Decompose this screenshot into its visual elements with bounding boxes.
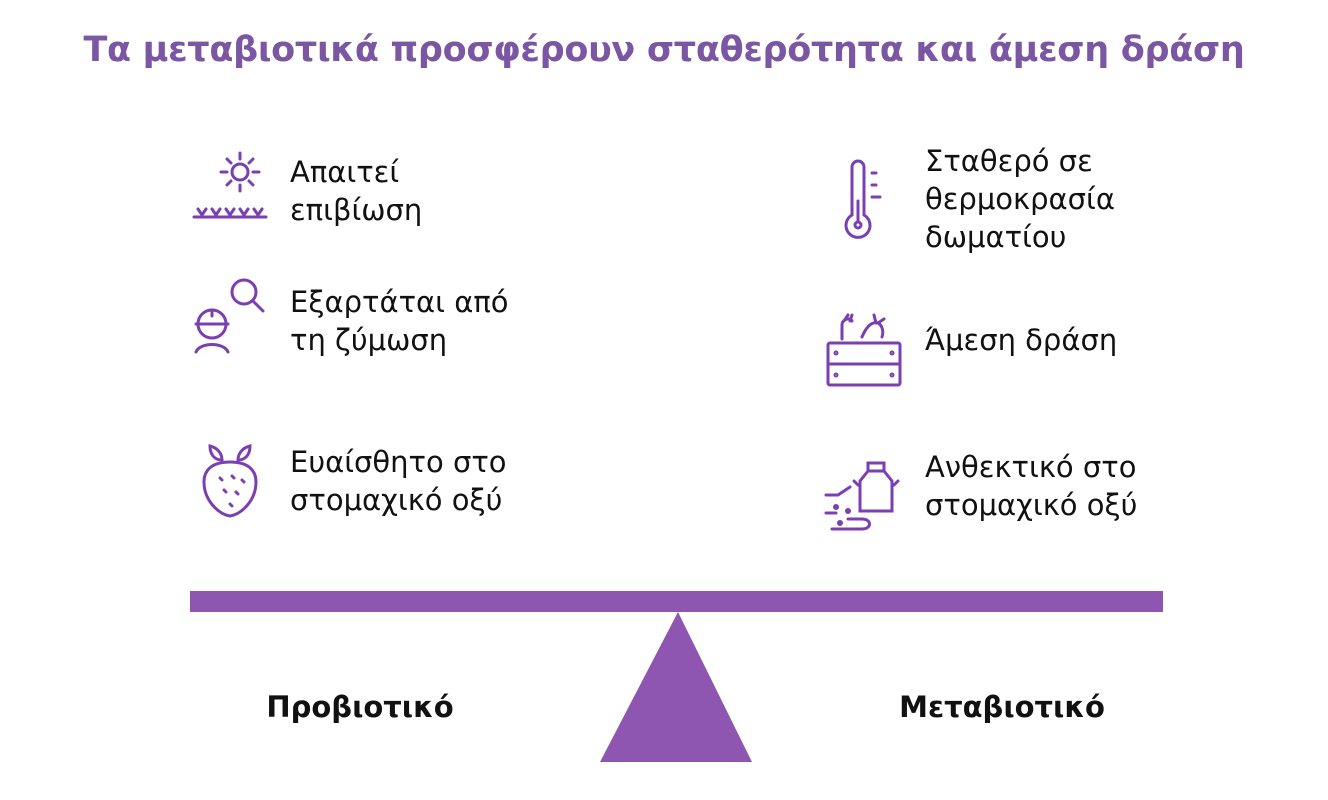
left-item-text: Εξαρτάται από τη ζύμωση	[290, 285, 509, 357]
strawberry-icon	[190, 440, 270, 530]
left-item-text: Ευαίσθητο στο στομαχικό οξύ	[290, 445, 507, 517]
worker-search-icon	[190, 272, 270, 362]
thermometer-icon	[822, 155, 902, 245]
balance-beam	[190, 591, 1163, 612]
left-item-text: Απαιτεί επιβίωση	[290, 155, 423, 227]
metabiotic-label: Μεταβιοτικό	[899, 690, 1105, 724]
probiotic-label: Προβιοτικό	[266, 690, 454, 724]
page-title: Τα μεταβιοτικά προσφέρουν σταθερότητα κα…	[83, 30, 1245, 70]
right-item-text: Άμεση δράση	[925, 323, 1118, 357]
sun-grass-icon	[190, 145, 270, 235]
milk-can-hand-icon	[822, 455, 902, 545]
right-item-text: Σταθερό σε θερμοκρασία δωματίου	[925, 144, 1115, 254]
vegetable-crate-icon	[822, 305, 902, 395]
balance-fulcrum	[600, 612, 752, 762]
right-item-text: Ανθεκτικό στο στομαχικό οξύ	[925, 450, 1138, 522]
